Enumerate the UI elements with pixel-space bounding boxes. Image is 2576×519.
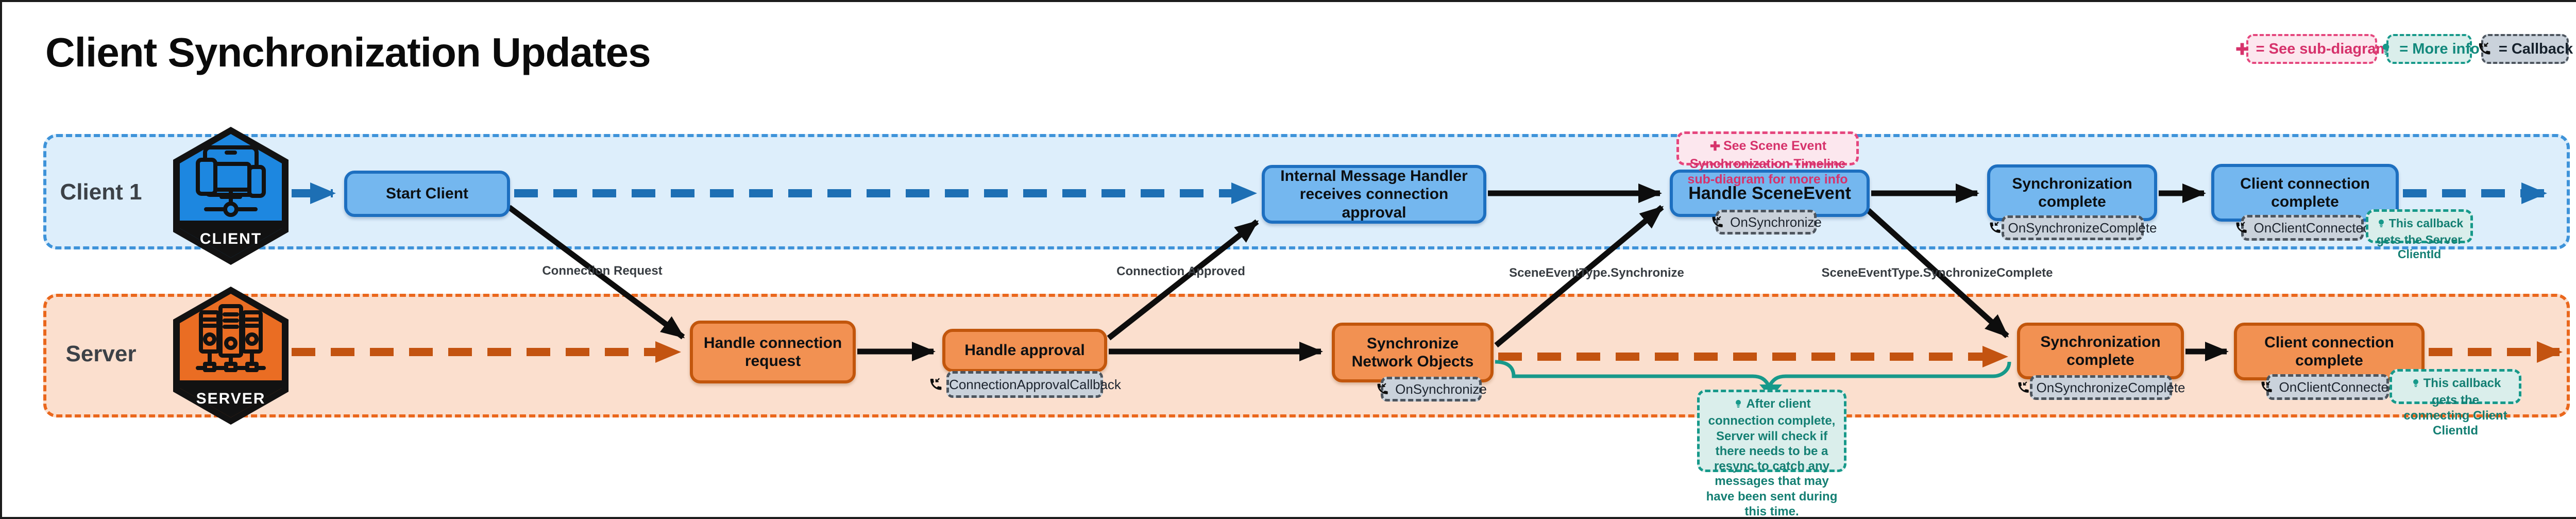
server-hexagon-badge: SERVER (173, 287, 289, 425)
callback-badge-on-client-connected-server: OnClientConnected (2261, 374, 2396, 400)
legend-label: = More info (2399, 40, 2480, 57)
bulb-icon (2376, 218, 2387, 232)
legend-label: = See sub-diagram (2256, 40, 2389, 57)
callback-badge-connection-approval: ConnectionApprovalCallback (930, 371, 1121, 398)
phone-callback-icon (1377, 383, 1388, 394)
plus-icon (2234, 41, 2250, 57)
legend-see-sub-diagram: = See sub-diagram (2236, 34, 2389, 64)
bulb-icon (2410, 378, 2421, 393)
callback-badge-on-synchronize-server: OnSynchronize (1377, 377, 1487, 401)
devices-icon (196, 145, 266, 217)
phone-callback-icon (2018, 381, 2029, 393)
server-hex-label: SERVER (196, 390, 266, 407)
client-hex-label: CLIENT (200, 230, 262, 247)
node-synchronization-complete-server: Synchronization complete (2017, 323, 2184, 379)
client-lane-label: Client 1 (60, 179, 142, 205)
node-handle-scene-event: Handle SceneEvent (1670, 170, 1870, 217)
legend-callback: = Callback (2479, 34, 2573, 64)
server-racks-icon (196, 304, 266, 372)
node-handle-connection-request: Handle connection request (690, 321, 856, 383)
note-connecting-client-id: This callback gets the connecting Client… (2389, 369, 2521, 438)
bulb-icon (2379, 42, 2393, 56)
edge-label-scene-event-synchronize-complete: SceneEventType.SynchronizeComplete (1821, 266, 2053, 280)
plus-icon (1709, 140, 1721, 156)
edge-label-scene-event-synchronize: SceneEventType.Synchronize (1509, 266, 1684, 280)
phone-callback-icon (2261, 381, 2272, 392)
callback-badge-on-synchronize-complete-client: OnSynchronizeComplete (1990, 215, 2157, 240)
phone-callback-icon (1990, 222, 2001, 233)
node-internal-message-handler: Internal Message Handler receives connec… (1262, 165, 1486, 224)
client-hexagon-badge: CLIENT (173, 127, 289, 265)
phone-callback-icon (2236, 222, 2247, 233)
server-lane-label: Server (65, 341, 137, 366)
legend-label: = Callback (2498, 40, 2573, 57)
page-title: Client Synchronization Updates (45, 29, 651, 75)
note-scene-event-sub-diagram: See Scene Event Synchronization Timeline… (1676, 131, 1859, 187)
node-synchronization-complete-client: Synchronization complete (1987, 164, 2157, 221)
phone-callback-icon (2477, 41, 2493, 57)
server-lane (43, 294, 2570, 417)
legend-more-info: = More info (2382, 34, 2480, 64)
bulb-icon (1733, 398, 1744, 413)
callback-badge-on-synchronize-complete-server: OnSynchronizeComplete (2018, 375, 2185, 400)
phone-callback-icon (1712, 216, 1723, 227)
node-synchronize-network-objects: Synchronize Network Objects (1332, 323, 1494, 382)
edge-label-connection-approved: Connection Approved (1116, 264, 1245, 278)
edge-label-connection-request: Connection Request (542, 264, 663, 278)
node-handle-approval: Handle approval (942, 329, 1107, 372)
node-start-client: Start Client (344, 171, 510, 217)
callback-badge-on-synchronize-client: OnSynchronize (1712, 210, 1822, 235)
callback-badge-on-client-connected-client: OnClientConnected (2236, 215, 2370, 241)
note-server-client-id: This callback gets the Server ClientId (2366, 209, 2473, 261)
note-resync: After client connection complete, Server… (1697, 390, 1846, 517)
phone-callback-icon (930, 378, 942, 390)
